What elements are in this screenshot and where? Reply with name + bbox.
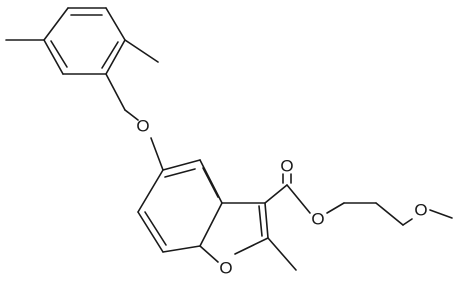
atom-label: O [280, 157, 293, 176]
bond [199, 159, 223, 204]
bond [50, 40, 68, 68]
benzylic-bond [105, 73, 126, 111]
bond [199, 202, 223, 247]
bond [105, 39, 126, 75]
ether-bond [124, 109, 139, 121]
bond [258, 205, 263, 237]
furan-ring [199, 202, 269, 263]
chain-bond [326, 202, 345, 214]
dimethylphenyl-ring [43, 7, 126, 75]
methyl-bond [267, 237, 297, 271]
atom-label: O [136, 117, 149, 136]
ester-carbon-bond [264, 184, 288, 204]
ether-bond [150, 137, 164, 171]
bond [234, 237, 269, 255]
ester-bond [286, 184, 311, 214]
bond [101, 41, 119, 69]
atom-carbonyl-oxygen: O [280, 157, 293, 176]
bond [43, 39, 64, 75]
methyl-bond [124, 39, 159, 63]
atom-label: O [219, 259, 232, 278]
chain-bond [429, 209, 453, 219]
atom-label: O [414, 201, 427, 220]
bond [105, 7, 126, 41]
bond [264, 202, 269, 239]
chain-bond [402, 218, 413, 226]
chain-bond [375, 202, 404, 226]
atom-ring-oxygen: O [219, 259, 232, 278]
atom-ester-oxygen: O [311, 210, 324, 229]
bond [164, 168, 196, 178]
bond [202, 167, 219, 198]
bond [137, 169, 164, 213]
bond [144, 211, 167, 246]
benzofuran-benzo-ring [137, 159, 223, 253]
atom-ether-oxygen: O [136, 117, 149, 136]
bond [162, 245, 201, 253]
bond [137, 211, 164, 253]
atom-methoxy-oxygen: O [414, 201, 427, 220]
atom-label: O [311, 210, 324, 229]
bond [43, 7, 69, 41]
bond [162, 159, 201, 171]
bond [199, 245, 219, 263]
